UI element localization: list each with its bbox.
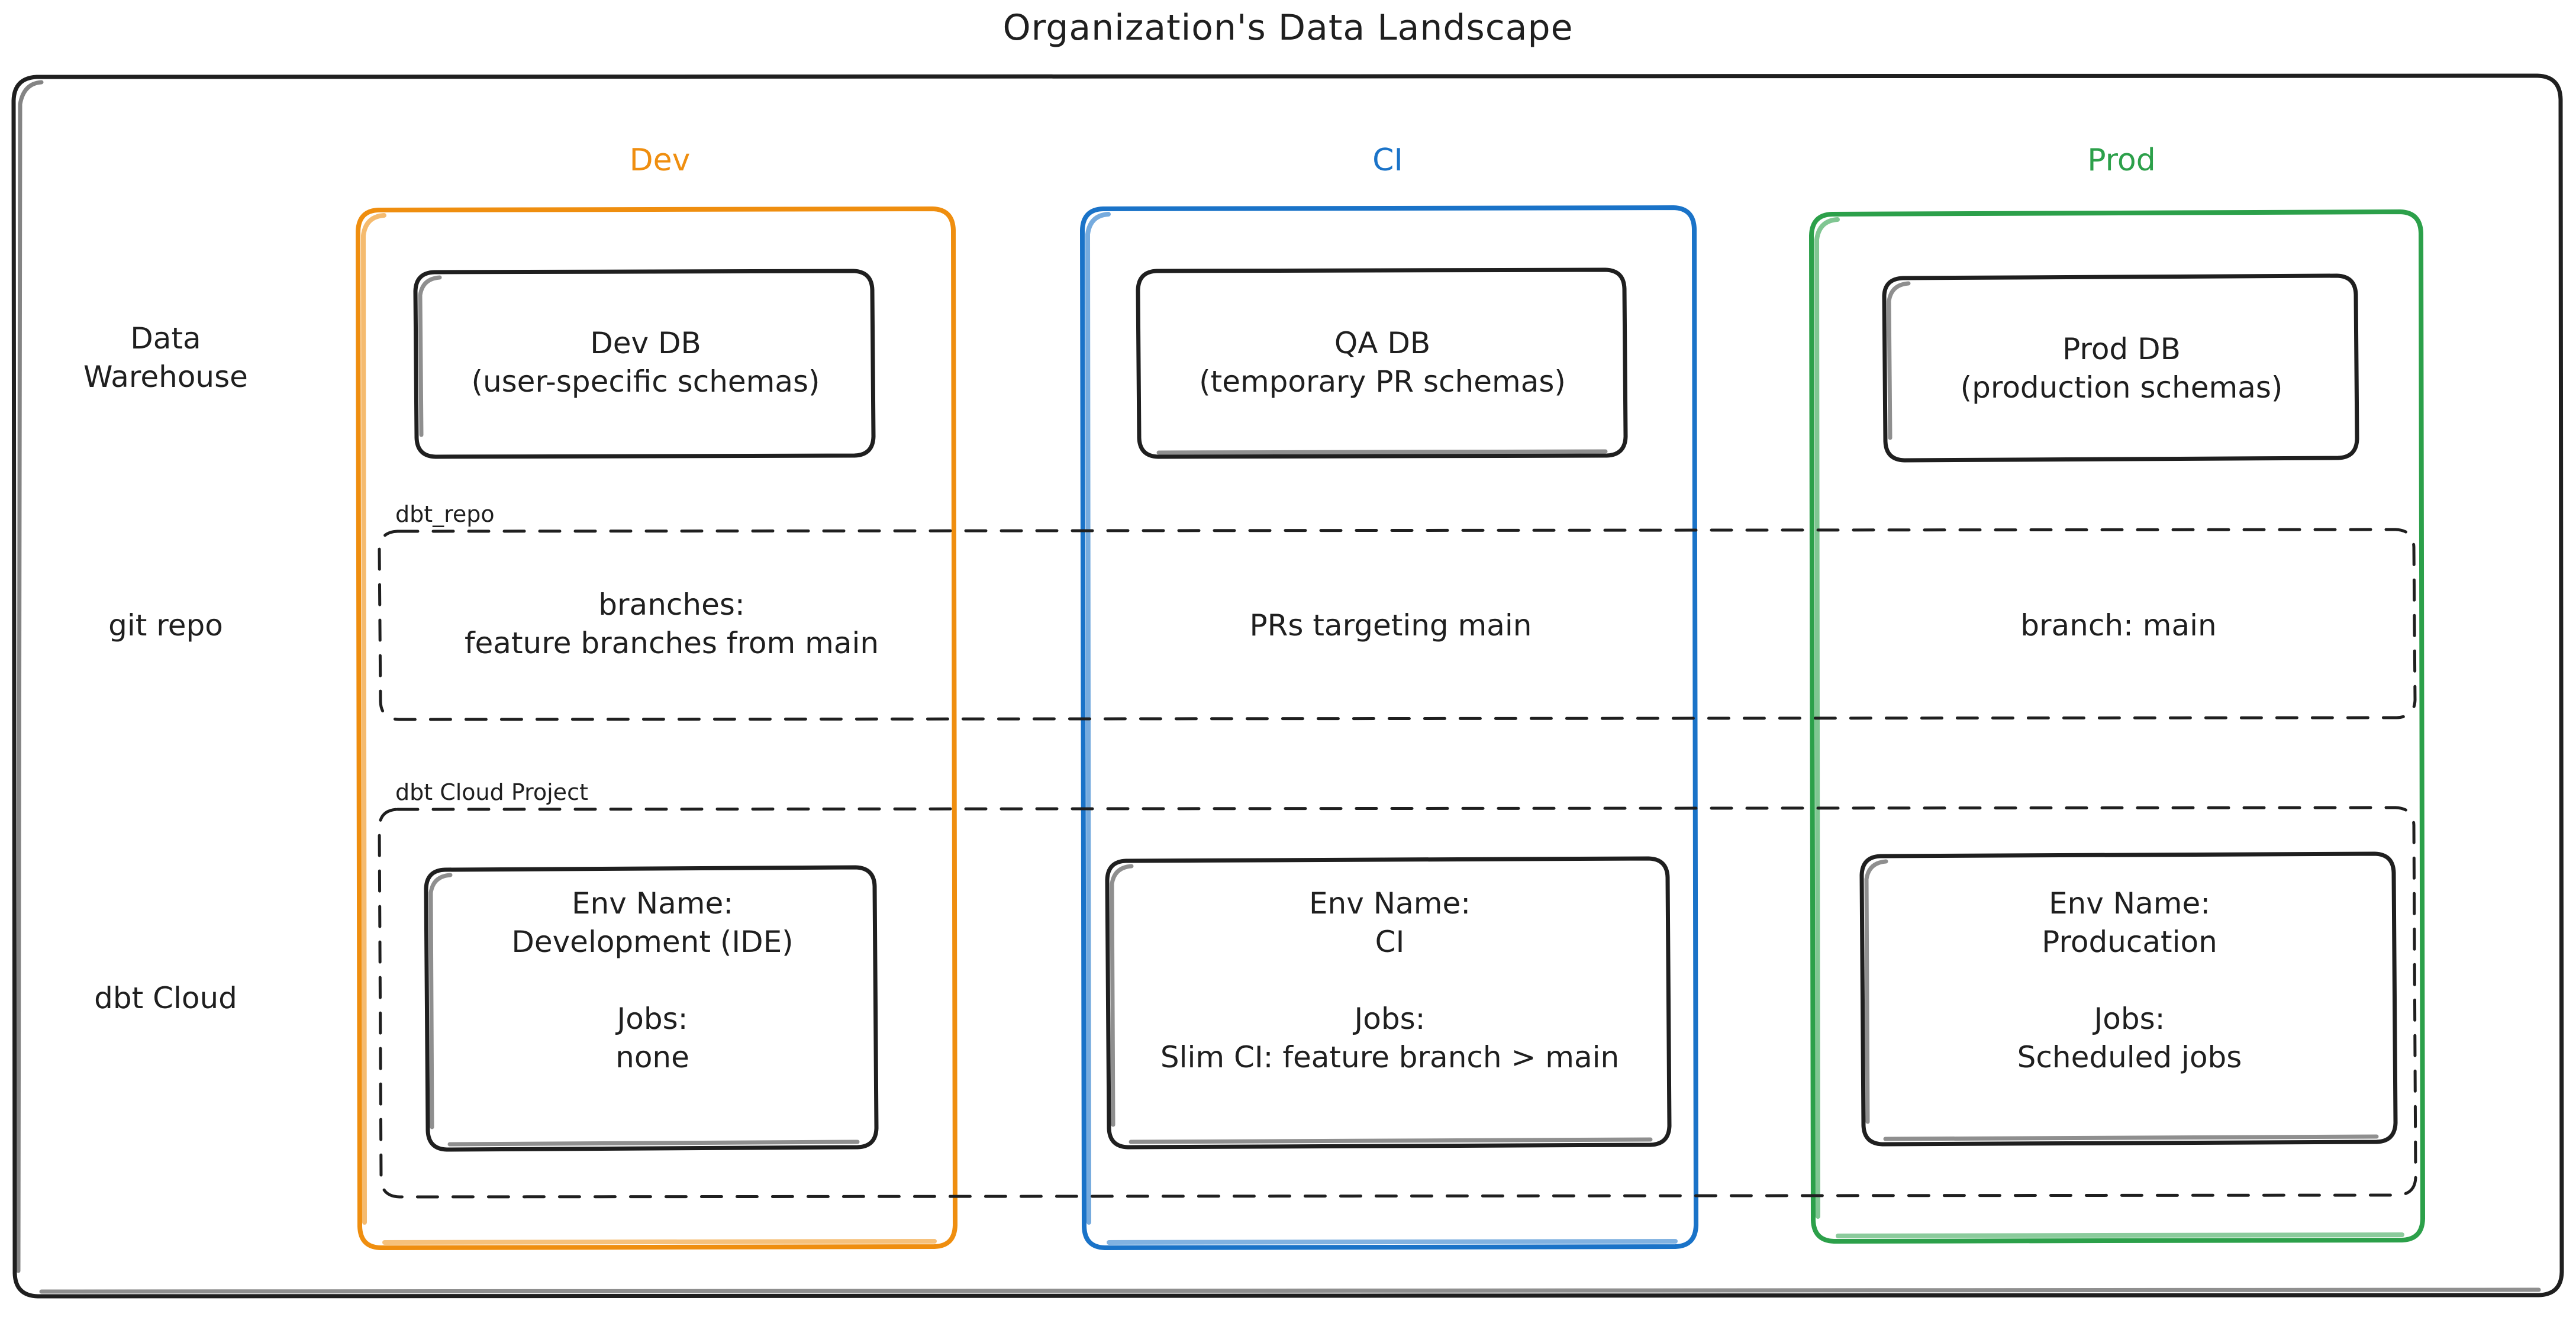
column-box-prod xyxy=(1809,209,2425,1244)
node-box-ci-env xyxy=(1105,856,1672,1150)
node-box-prod-db xyxy=(1882,273,2359,463)
column-box-dev xyxy=(356,206,957,1250)
outer-frame xyxy=(11,73,2564,1299)
column-box-ci xyxy=(1080,205,1698,1250)
node-box-prod-env xyxy=(1859,851,2398,1147)
node-box-dev-db xyxy=(413,269,876,459)
group-box-dbt-cloud-project xyxy=(378,806,2417,1199)
node-box-dev-env xyxy=(424,865,879,1152)
group-box-dbt-repo xyxy=(378,528,2417,721)
node-box-qa-db xyxy=(1136,267,1628,459)
